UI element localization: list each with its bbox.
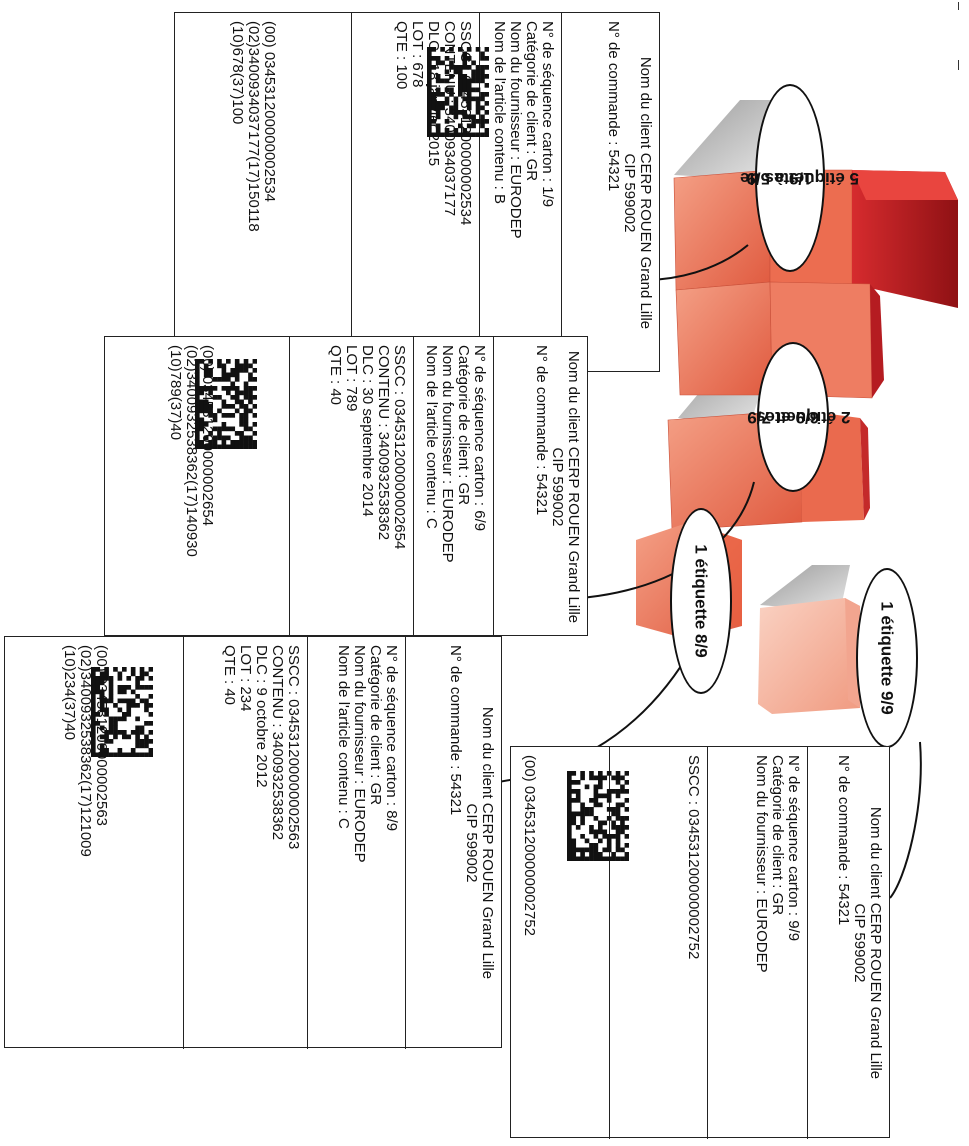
customer-name: Nom du client CERP ROUEN Grand Lille <box>565 350 582 624</box>
order-number: N° de commande : 54321 <box>447 645 464 816</box>
detail-line: Nom de l'article contenu : C <box>335 645 352 829</box>
datamatrix-icon <box>195 359 257 449</box>
barcode-text: (10)234(37)40 <box>61 645 78 741</box>
barcode-text: (00) 034531200000002752 <box>521 755 538 937</box>
callout-1-etiquette-8: 1 étiquette 8/9 <box>670 508 732 694</box>
shipping-label-2: Nom du client CERP ROUEN Grand Lille CIP… <box>104 336 589 637</box>
datamatrix-icon <box>91 667 153 757</box>
logistics-line: CONTENU : 3400932538362 <box>375 345 392 541</box>
shipping-label-3: Nom du client CERP ROUEN Grand Lille CIP… <box>4 636 503 1049</box>
detail-line: Nom de l'article contenu : B <box>491 21 508 204</box>
detail-line: Nom du fournisseur : EURODEP <box>439 345 456 563</box>
label-logistics: SSCC : 034531200000002654 CONTENU : 3400… <box>289 337 413 637</box>
logistics-line: LOT : 234 <box>237 645 254 712</box>
cip: CIP 599002 <box>851 903 868 983</box>
callout-line: 1 étiquette 8/9 <box>692 544 711 658</box>
detail-line: Catégorie de client : GR <box>367 645 384 806</box>
detail-line: N° de séquence carton : 6/9 <box>471 345 488 532</box>
label-header: Nom du client CERP ROUEN Grand Lille CIP… <box>561 13 661 373</box>
callout-line: 1 étiquette 9/9 <box>878 601 897 715</box>
label-header: Nom du client CERP ROUEN Grand Lille CIP… <box>493 337 589 637</box>
detail-line: Nom du fournisseur : EURODEP <box>753 755 770 973</box>
datamatrix-icon <box>567 771 629 861</box>
datamatrix-icon <box>427 47 489 137</box>
detail-line: Catégorie de client : GR <box>769 755 786 916</box>
label-details: N° de séquence carton : 8/9 Catégorie de… <box>307 637 405 1049</box>
detail-line: Catégorie de client : GR <box>455 345 472 506</box>
connector-line-4 <box>889 741 922 899</box>
edge-mark-2 <box>958 60 959 70</box>
logistics-line: QTE : 100 <box>393 21 410 90</box>
detail-line: Nom du fournisseur : EURODEP <box>351 645 368 863</box>
label-barcode-section: (00) 034531200000002534 (02)340093403717… <box>175 13 351 373</box>
label-details: N° de séquence carton : 1/9 Catégorie de… <box>479 13 561 373</box>
cip: CIP 599002 <box>549 447 566 527</box>
barcode-text: (10)678(37)100 <box>229 21 246 125</box>
logistics-line: DLC : 30 septembre 2014 <box>359 345 376 517</box>
logistics-line: SSCC : 034531200000002654 <box>391 345 408 550</box>
detail-line: N° de séquence carton : 8/9 <box>383 645 400 832</box>
barcode-text: (02)3400934037177(17)150118 <box>245 21 262 232</box>
logistics-line: SSCC : 034531200000002563 <box>285 645 302 850</box>
detail-line: Catégorie de client : GR <box>523 21 540 182</box>
cip: CIP 599002 <box>621 153 638 233</box>
customer-name: Nom du client CERP ROUEN Grand Lille <box>479 706 496 980</box>
shipping-label-1: Nom du client CERP ROUEN Grand Lille CIP… <box>174 12 661 373</box>
label-header: Nom du client CERP ROUEN Grand Lille CIP… <box>807 747 891 1139</box>
logistics-line: QTE : 40 <box>327 345 344 406</box>
logistics-line: CONTENU : 3400932538362 <box>269 645 286 841</box>
carton-9 <box>758 598 860 714</box>
logistics-line: DLC : 9 octobre 2012 <box>253 645 270 788</box>
detail-line: Nom du fournisseur : EURODEP <box>507 21 524 239</box>
detail-line: Nom de l'article contenu : C <box>423 345 440 529</box>
label-details: N° de séquence carton : 9/9 Catégorie de… <box>707 747 807 1139</box>
shadow-wedge-1 <box>674 100 780 180</box>
callout-line: 1/9 à 5/9 <box>746 169 814 188</box>
label-details: N° de séquence carton : 6/9 Catégorie de… <box>413 337 493 637</box>
customer-name: Nom du client CERP ROUEN Grand Lille <box>867 806 884 1080</box>
detail-line: N° de séquence carton : 9/9 <box>785 755 802 942</box>
logistics-line: SSCC : 034531200000002752 <box>685 755 702 960</box>
logistics-line: LOT : 678 <box>409 21 426 88</box>
barcode-text: (10)789(37)40 <box>167 345 184 441</box>
callout-line: 6/9 et 7/9 <box>747 408 819 427</box>
shipping-label-4: Nom du client CERP ROUEN Grand Lille CIP… <box>510 746 891 1139</box>
customer-name: Nom du client CERP ROUEN Grand Lille <box>637 56 654 330</box>
barcode-text: (00) 034531200000002534 <box>261 21 278 203</box>
label-logistics: SSCC : 034531200000002563 CONTENU : 3400… <box>183 637 307 1049</box>
edge-mark-1 <box>958 2 959 10</box>
logistics-line: QTE : 40 <box>221 645 238 706</box>
order-number: N° de commande : 54321 <box>605 21 622 192</box>
cip: CIP 599002 <box>463 803 480 883</box>
order-number: N° de commande : 54321 <box>533 345 550 516</box>
order-number: N° de commande : 54321 <box>835 755 852 926</box>
label-header: Nom du client CERP ROUEN Grand Lille CIP… <box>405 637 503 1049</box>
detail-line: N° de séquence carton : 1/9 <box>539 21 556 208</box>
logistics-line: LOT : 789 <box>343 345 360 412</box>
callout-1-etiquette-9: 1 étiquette 9/9 <box>856 568 918 748</box>
